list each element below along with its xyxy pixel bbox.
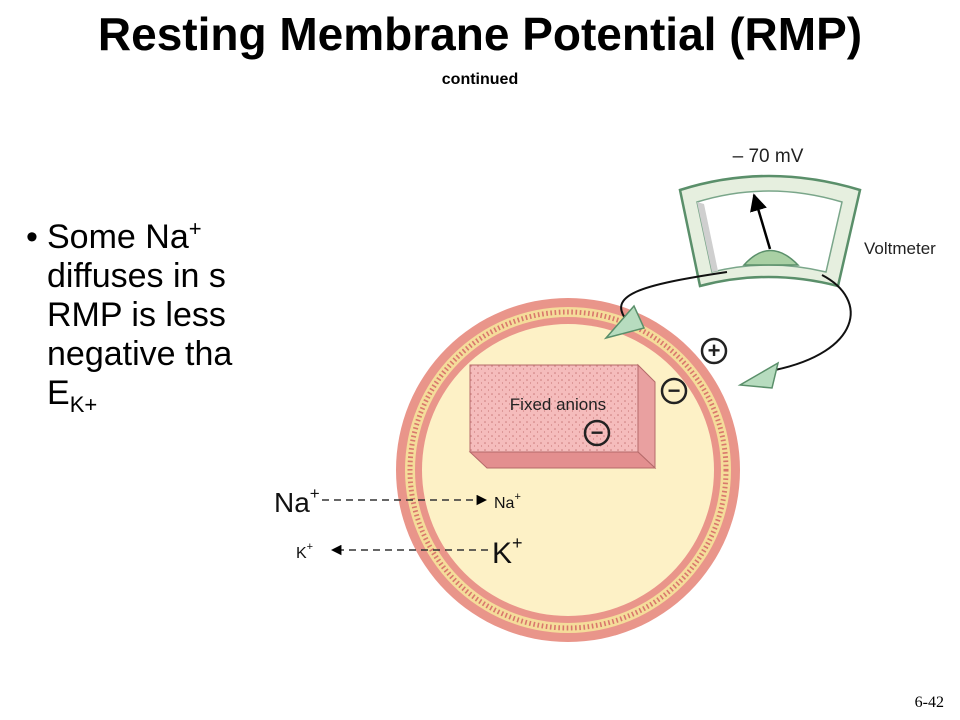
slide-subtitle: continued <box>441 71 519 88</box>
bullet-line-5-sub: K+ <box>69 392 98 417</box>
bullet-line-1-sup: + <box>188 218 202 241</box>
na-inside-label: Na+ <box>494 491 521 512</box>
positive-sign: + <box>700 337 728 365</box>
svg-text:−: − <box>668 378 681 403</box>
bullet-line-3: RMP is less <box>47 296 226 334</box>
svg-text:+: + <box>708 338 721 363</box>
bullet-dot: • <box>26 218 38 256</box>
bullet-text: • Some Na+ diffuses in s RMP is less neg… <box>14 218 284 468</box>
negative-sign-box: − <box>583 419 611 447</box>
membrane-diagram: Fixed anions − − + – 70 mV Voltmeter Na+… <box>274 146 936 642</box>
anion-box-bottom <box>468 451 657 469</box>
bullet-line-1-text: Some Na <box>47 218 189 256</box>
bullet-lines: Some Na+ diffuses in s RMP is less negat… <box>47 218 233 416</box>
bullet-line-2: diffuses in s <box>47 257 226 295</box>
page-number: 6-42 <box>914 694 944 711</box>
anion-box-side <box>637 363 656 470</box>
anion-box-texture <box>470 365 638 452</box>
lead-wire-left <box>620 271 728 323</box>
lead-arrow-right <box>737 361 780 389</box>
bullet-line-5: EK+ <box>47 374 232 416</box>
k-inside-label: K+ <box>492 533 523 570</box>
bullet-line-4: negative tha <box>47 335 233 373</box>
na-outside-label: Na+ <box>274 484 320 518</box>
voltmeter-shade <box>697 202 718 272</box>
voltmeter-label: Voltmeter <box>864 239 936 258</box>
fixed-anions-label: Fixed anions <box>510 395 606 414</box>
lead-arrow-left <box>603 304 646 340</box>
negative-sign-membrane: − <box>660 377 688 405</box>
cell-membrane-stripes <box>407 309 729 631</box>
voltmeter-pivot <box>742 249 800 266</box>
bullet-line-5-base: E <box>47 374 70 412</box>
lead-wire-right <box>774 274 852 371</box>
k-outside-label: K+ <box>296 541 313 562</box>
svg-text:−: − <box>591 420 604 445</box>
slide-title: Resting Membrane Potential (RMP) <box>97 8 863 60</box>
voltmeter-face <box>696 190 843 273</box>
voltmeter-reading: – 70 mV <box>733 146 804 167</box>
bullet-line-1: Some Na+ <box>47 218 232 257</box>
voltmeter-needle <box>750 193 772 250</box>
